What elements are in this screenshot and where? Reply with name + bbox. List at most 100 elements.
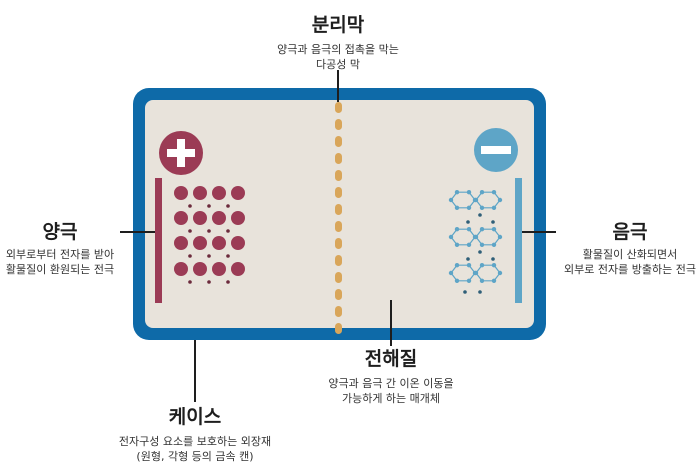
- separator-dash: [335, 102, 342, 113]
- separator-desc-2: 다공성 막: [316, 58, 360, 71]
- cathode-particle: [193, 236, 207, 250]
- separator-desc-1: 양극과 음극의 접촉을 막는: [277, 43, 399, 56]
- graphite-node: [466, 227, 472, 232]
- intercalated-ion-dot: [491, 257, 495, 261]
- lithium-ion-dot: [226, 204, 230, 208]
- lithium-ion-dot: [207, 229, 211, 233]
- graphite-node: [466, 263, 472, 268]
- graphite-node: [473, 197, 479, 203]
- lithium-ion-dot: [226, 280, 230, 284]
- cathode-particle: [212, 211, 226, 225]
- graphite-node: [491, 278, 497, 283]
- anode-active-material: [448, 190, 503, 294]
- graphite-node: [454, 205, 460, 210]
- separator-dash: [335, 238, 342, 249]
- cathode-title: 양극: [42, 221, 78, 243]
- intercalated-ion-dot: [478, 250, 482, 254]
- cathode-particle: [231, 236, 245, 250]
- cathode-particle: [193, 262, 207, 276]
- cathode-desc-1: 외부로부터 전자를 받아: [5, 248, 115, 261]
- graphite-node: [491, 190, 497, 195]
- case-label-group: 케이스 전자구성 요소를 보호하는 외장재 (원형, 각형 등의 금속 캔): [100, 406, 290, 464]
- anode-desc-1: 활물질이 산화되면서: [582, 248, 678, 261]
- graphite-node: [466, 242, 472, 247]
- cathode-particle: [231, 211, 245, 225]
- separator-dash: [335, 272, 342, 283]
- lithium-ion-dot: [188, 204, 192, 208]
- lithium-ion-dot: [207, 204, 211, 208]
- graphite-node: [473, 234, 479, 240]
- lithium-ion-dot: [207, 254, 211, 258]
- separator-dash: [335, 170, 342, 181]
- cathode-current-collector: [155, 178, 162, 303]
- graphite-node: [479, 278, 485, 283]
- electrolyte-title: 전해질: [364, 348, 418, 370]
- cathode-particle: [231, 262, 245, 276]
- separator-dash: [335, 136, 342, 147]
- graphite-node: [448, 270, 454, 276]
- separator-dash: [335, 306, 342, 317]
- intercalated-ion-dot: [466, 257, 470, 261]
- separator-dash: [335, 204, 342, 215]
- graphite-node: [466, 190, 472, 195]
- anode-label-group: 음극 활물질이 산화되면서 외부로 전자를 방출하는 전극: [560, 221, 700, 277]
- graphite-node: [479, 227, 485, 232]
- intercalated-ion-dot: [491, 220, 495, 224]
- separator-dash: [335, 289, 342, 300]
- lithium-ion-dot: [188, 280, 192, 284]
- cathode-particle: [212, 236, 226, 250]
- case-title: 케이스: [168, 406, 222, 428]
- separator-membrane: [335, 102, 342, 334]
- graphite-node: [454, 263, 460, 268]
- separator-title: 분리막: [311, 14, 365, 36]
- graphite-node: [448, 197, 454, 203]
- graphite-node: [454, 190, 460, 195]
- anode-title: 음극: [612, 221, 648, 243]
- cathode-active-material: [174, 186, 245, 284]
- lithium-ion-dot: [188, 254, 192, 258]
- cathode-particle: [212, 262, 226, 276]
- cathode-particle: [174, 262, 188, 276]
- cathode-particle: [193, 211, 207, 225]
- intercalated-ion-dot: [463, 290, 467, 294]
- graphite-node: [466, 278, 472, 283]
- graphite-node: [491, 227, 497, 232]
- electrolyte-label-group: 전해질 양극과 음극 간 이온 이동을 가능하게 하는 매개체: [291, 348, 491, 406]
- separator-dash: [335, 153, 342, 164]
- lithium-ion-dot: [226, 229, 230, 233]
- graphite-node: [454, 278, 460, 283]
- graphite-node: [479, 263, 485, 268]
- graphite-node: [497, 197, 503, 203]
- graphite-node: [491, 263, 497, 268]
- anode-desc-2: 외부로 전자를 방출하는 전극: [564, 263, 696, 276]
- graphite-node: [448, 234, 454, 240]
- cathode-particle: [212, 186, 226, 200]
- cathode-particle: [231, 186, 245, 200]
- separator-dash: [335, 119, 342, 130]
- graphite-node: [491, 205, 497, 210]
- minus-icon: [474, 128, 518, 172]
- graphite-node: [466, 205, 472, 210]
- electrolyte-desc-1: 양극과 음극 간 이온 이동을: [328, 377, 454, 390]
- graphite-node: [497, 234, 503, 240]
- graphite-node: [479, 190, 485, 195]
- graphite-node: [473, 270, 479, 276]
- cathode-label-group: 양극 외부로부터 전자를 받아 활물질이 환원되는 전극: [0, 221, 120, 277]
- cathode-particle: [174, 236, 188, 250]
- lithium-ion-dot: [188, 229, 192, 233]
- electrolyte-desc-2: 가능하게 하는 매개체: [341, 392, 441, 405]
- intercalated-ion-dot: [466, 220, 470, 224]
- separator-dash: [335, 323, 342, 334]
- case-desc-2: (원형, 각형 등의 금속 캔): [136, 450, 254, 463]
- intercalated-ion-dot: [478, 290, 482, 294]
- separator-dash: [335, 255, 342, 266]
- graphite-node: [454, 242, 460, 247]
- graphite-node: [454, 227, 460, 232]
- plus-icon: [159, 131, 203, 175]
- cathode-particle: [174, 186, 188, 200]
- graphite-node: [497, 270, 503, 276]
- graphite-node: [479, 242, 485, 247]
- lithium-ion-dot: [226, 254, 230, 258]
